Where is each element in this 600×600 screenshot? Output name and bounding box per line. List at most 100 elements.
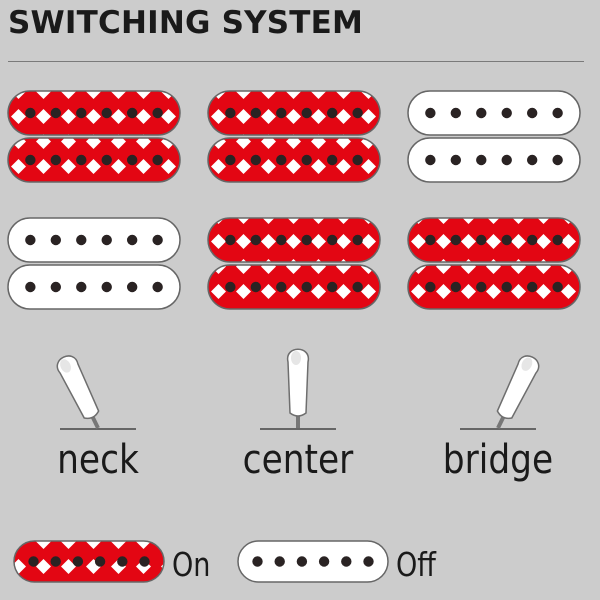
- pole-piece: [152, 281, 163, 293]
- pole-piece: [117, 556, 128, 567]
- pole-piece: [352, 154, 363, 166]
- pole-piece: [352, 107, 363, 119]
- pole-piece: [126, 281, 138, 293]
- pole-piece: [476, 234, 487, 246]
- pole-piece: [476, 154, 487, 166]
- pole-piece: [28, 556, 39, 567]
- legend-label-on: On: [172, 545, 211, 584]
- pole-piece: [225, 107, 236, 119]
- pole-piece: [301, 107, 312, 119]
- pole-piece: [276, 107, 287, 119]
- page-title: SWITCHING SYSTEM: [8, 5, 364, 41]
- pole-piece: [301, 281, 312, 293]
- pole-piece: [101, 107, 112, 119]
- pole-piece: [126, 107, 138, 119]
- pole-piece: [552, 234, 563, 246]
- pole-piece: [101, 234, 112, 246]
- pole-piece: [450, 154, 462, 166]
- pole-piece: [352, 234, 363, 246]
- pole-piece: [126, 154, 138, 166]
- pole-piece: [274, 556, 285, 567]
- pole-piece: [296, 556, 308, 567]
- pole-piece: [501, 234, 512, 246]
- pole-piece: [76, 234, 87, 246]
- pickup-bridge-lower-1: [407, 217, 581, 263]
- pole-piece: [301, 154, 312, 166]
- pole-piece: [76, 154, 87, 166]
- pole-piece: [425, 234, 436, 246]
- pole-piece: [25, 234, 36, 246]
- legend-swatch-off: [237, 540, 389, 583]
- pole-piece: [50, 281, 62, 293]
- pole-piece: [250, 281, 262, 293]
- pickup-neck-upper-2: [7, 137, 181, 183]
- pole-piece: [450, 281, 462, 293]
- pole-piece: [250, 234, 262, 246]
- pole-piece: [326, 107, 338, 119]
- pole-piece: [326, 281, 338, 293]
- pickup-bridge-upper-1: [407, 90, 581, 136]
- pole-piece: [363, 556, 374, 567]
- pole-piece: [225, 234, 236, 246]
- position-label-center: center: [242, 437, 354, 483]
- pole-piece: [318, 556, 330, 567]
- pole-piece: [139, 556, 150, 567]
- pole-piece: [25, 107, 36, 119]
- pole-piece: [526, 281, 538, 293]
- pole-piece: [450, 107, 462, 119]
- pickup-center-lower-2: [207, 264, 381, 310]
- pole-piece: [450, 234, 462, 246]
- legend-swatch-on: [13, 540, 165, 583]
- pole-piece: [526, 107, 538, 119]
- pole-piece: [501, 154, 512, 166]
- pole-piece: [425, 154, 436, 166]
- pole-piece: [76, 107, 87, 119]
- pole-piece: [301, 234, 312, 246]
- pole-piece: [152, 154, 163, 166]
- pole-piece: [552, 107, 563, 119]
- pole-piece: [526, 154, 538, 166]
- pickup-center-lower-1: [207, 217, 381, 263]
- pole-piece: [341, 556, 352, 567]
- pole-piece: [225, 281, 236, 293]
- pole-piece: [352, 281, 363, 293]
- pickup-center-upper-1: [207, 90, 381, 136]
- pole-piece: [50, 556, 61, 567]
- pole-piece: [526, 234, 538, 246]
- pole-piece: [276, 281, 287, 293]
- switch-lever-neck: [56, 355, 136, 430]
- switch-lever-bridge: [460, 355, 540, 430]
- pole-piece: [276, 154, 287, 166]
- pickup-bridge-upper-2: [407, 137, 581, 183]
- pole-piece: [250, 107, 262, 119]
- pole-piece: [552, 281, 563, 293]
- pickup-neck-lower-1: [7, 217, 181, 263]
- pole-piece: [552, 154, 563, 166]
- switch-lever-center: [260, 348, 336, 430]
- pole-piece: [50, 154, 62, 166]
- pole-piece: [276, 234, 287, 246]
- pole-piece: [476, 281, 487, 293]
- pickup-center-upper-2: [207, 137, 381, 183]
- pole-piece: [152, 234, 163, 246]
- pole-piece: [25, 281, 36, 293]
- pole-piece: [326, 154, 338, 166]
- pickup-bridge-lower-2: [407, 264, 581, 310]
- pole-piece: [252, 556, 263, 567]
- pole-piece: [425, 281, 436, 293]
- pole-piece: [152, 107, 163, 119]
- pole-piece: [50, 107, 62, 119]
- pole-piece: [94, 556, 106, 567]
- pole-piece: [501, 281, 512, 293]
- pickup-neck-lower-2: [7, 264, 181, 310]
- legend-label-off: Off: [396, 545, 436, 584]
- pole-piece: [101, 281, 112, 293]
- title-divider: [8, 61, 584, 62]
- pole-piece: [25, 154, 36, 166]
- pole-piece: [326, 234, 338, 246]
- pole-piece: [250, 154, 262, 166]
- position-label-bridge: bridge: [442, 437, 554, 483]
- pole-piece: [225, 154, 236, 166]
- pole-piece: [501, 107, 512, 119]
